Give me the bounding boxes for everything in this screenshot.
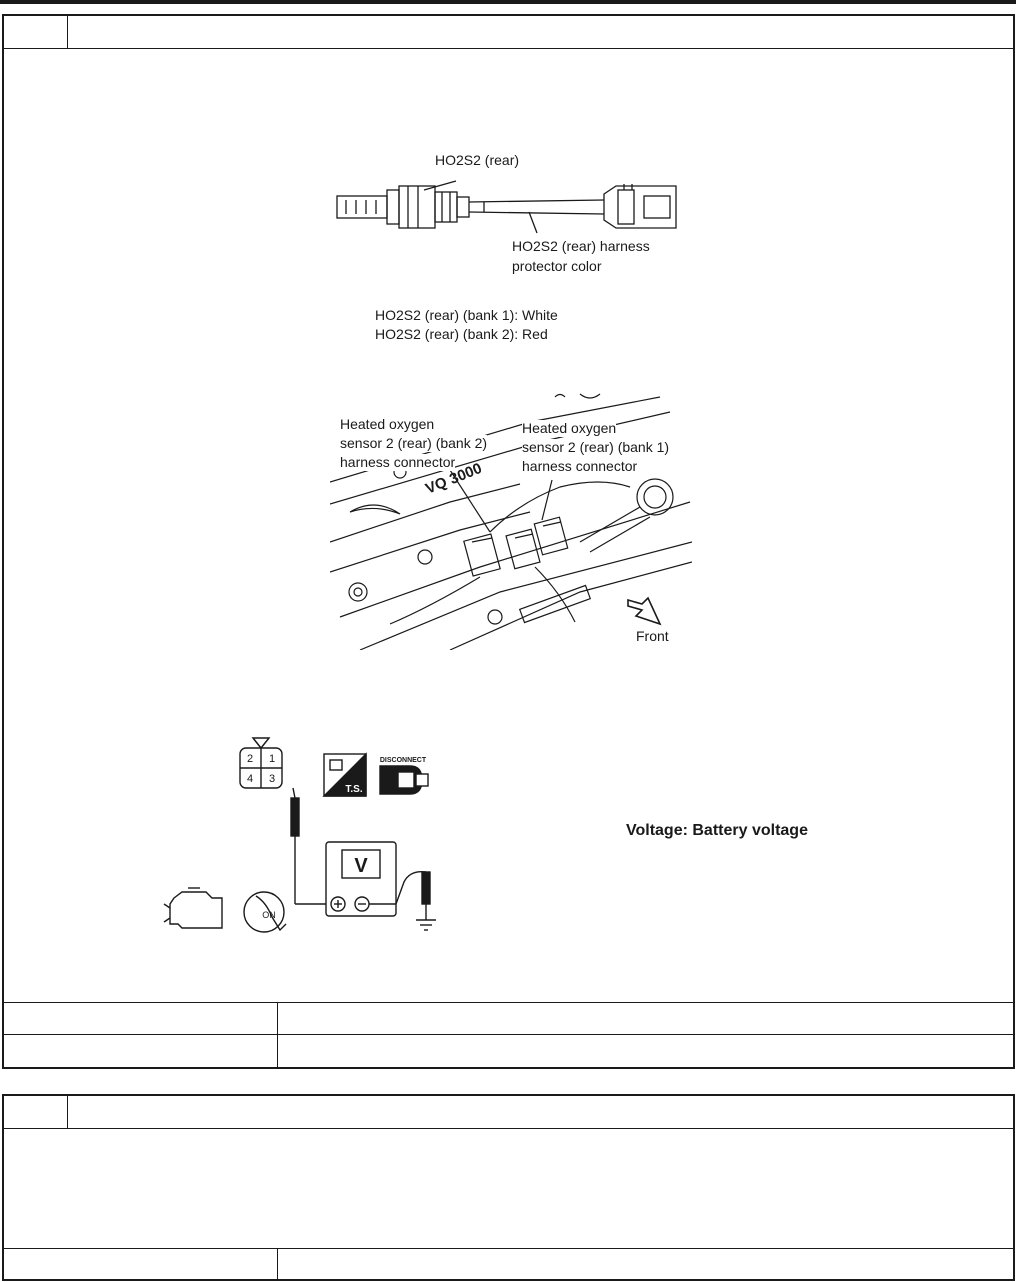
front-label: Front [636,628,669,644]
bank1-color-label: HO2S2 (rear) (bank 1): White [375,307,558,323]
page-top-rule [0,0,1016,4]
disconnect-label: DISCONNECT [380,757,427,764]
voltage-check-drawing: 2 1 4 3 V T.S. DISCONNECT ON [163,737,436,933]
result-row-divider-1 [4,1002,1013,1003]
pin-4: 4 [247,773,253,785]
bank2-color-label: HO2S2 (rear) (bank 2): Red [375,326,548,342]
ignition-on-label: ON [262,910,276,920]
bank2-connector-label-line2: sensor 2 (rear) (bank 2) [340,435,488,452]
pin-1: 1 [269,753,275,765]
step-box-1: HO2S2 (rear) HO2S2 (rear) harness protec… [2,14,1015,1069]
result-row-divider-3 [4,1248,1013,1249]
harness-protector-label-line1: HO2S2 (rear) harness [512,238,650,254]
header-divider-2 [4,1128,1013,1129]
ts-label: T.S. [345,784,362,795]
sensor-label: HO2S2 (rear) [435,152,520,168]
pin-2: 2 [247,753,253,765]
sensor-figure: HO2S2 (rear) HO2S2 (rear) harness protec… [4,16,1013,356]
bank1-connector-label-line2: sensor 2 (rear) (bank 1) [522,439,670,456]
ho2s2-sensor-drawing [336,180,677,234]
step-box-2 [2,1094,1015,1281]
bank1-connector-label-line3: harness connector [522,458,638,475]
result-column-divider [277,1002,278,1067]
voltage-spec: Voltage: Battery voltage [626,822,808,839]
bank1-connector-label-line1: Heated oxygen [522,420,617,437]
header-step-divider [67,16,68,48]
header-divider [4,48,1013,49]
voltmeter-label: V [354,855,368,877]
bank2-connector-label-line3: harness connector [340,454,456,471]
header-step-divider-2 [67,1096,68,1128]
result-row-divider-2 [4,1034,1013,1035]
bank2-connector-label-line1: Heated oxygen [340,416,435,433]
circuit-figure: 2 1 4 3 V T.S. DISCONNECT ON [154,732,444,942]
pin-3: 3 [269,773,275,785]
engine-figure: VQ 3000 Heated oxygen sensor 2 (rear) (b… [330,392,692,650]
harness-protector-label-line2: protector color [512,258,602,274]
result-column-divider-2 [277,1248,278,1281]
